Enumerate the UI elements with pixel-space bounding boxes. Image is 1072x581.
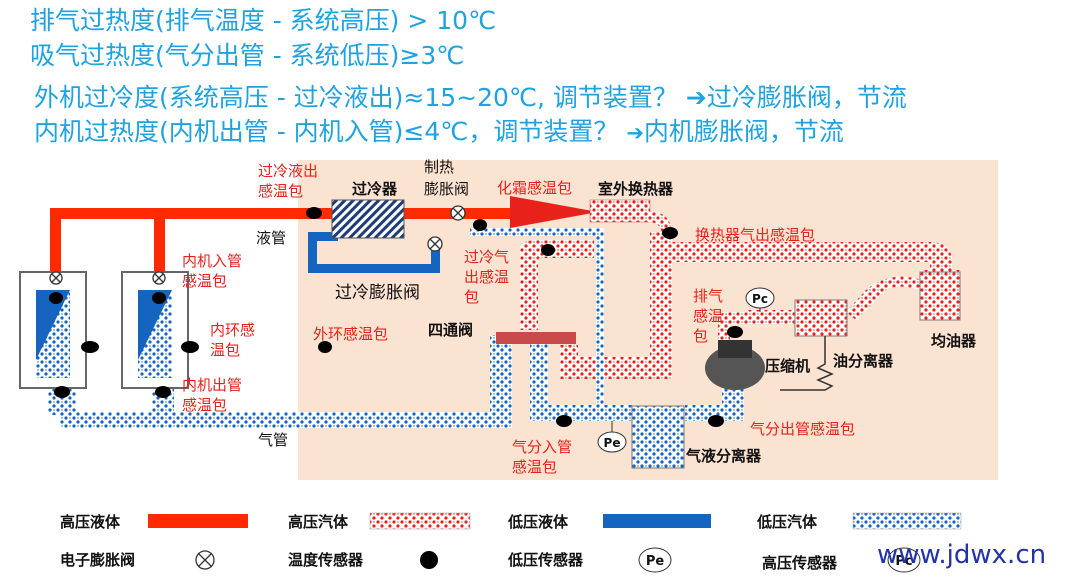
label-subcool-gas-sensor: 过冷气出感温包 (464, 248, 509, 306)
svg-text:Pc: Pc (895, 554, 912, 569)
oil-separator (794, 299, 848, 337)
label-oil-separator: 油分离器 (833, 352, 894, 370)
heating-exv (450, 205, 466, 221)
temp-sensor-hex-gas-out (662, 227, 678, 239)
temp-sensor-indoor-ring-2 (181, 341, 199, 353)
oil-balancer (919, 271, 961, 321)
watermark: www.jdwx.cn (877, 540, 1046, 570)
label-compressor: 压缩机 (765, 357, 810, 375)
header-line-3-text: 外机过冷度(系统高压 - 过冷液出)≈15~20℃, 调节装置？ (34, 83, 678, 112)
subcool-exv (427, 236, 443, 252)
capillary-tube (780, 336, 834, 391)
temp-sensor-indoor-in-1 (49, 292, 63, 304)
arrow-right-icon: ➔ (685, 83, 707, 112)
legend-high-sensor-label: 高压传感器 (762, 554, 838, 572)
label-defrost-sensor: 化霜感温包 (497, 179, 572, 197)
temp-sensor-indoor-out-1 (54, 386, 70, 398)
legend-low-liquid-swatch (603, 514, 711, 528)
temp-sensor-indoor-in-2 (152, 292, 166, 304)
label-subcooler: 过冷器 (352, 180, 398, 198)
temp-sensor-discharge (727, 326, 743, 338)
label-outdoor-ring-sensor: 外环感温包 (313, 325, 388, 343)
legend-temp-sensor-label: 温度传感器 (288, 551, 364, 569)
high-pressure-sensor (745, 287, 775, 312)
temp-sensor-separator-out (708, 415, 724, 427)
low-pressure-liquid-pipe (308, 232, 440, 273)
temp-sensor-hex-in (541, 244, 555, 256)
legend-high-sensor-icon: Pc (887, 547, 921, 573)
label-liquid-pipe: 液管 (256, 229, 286, 247)
label-four-way-valve: 四通阀 (428, 321, 473, 339)
legend-low-gas-swatch (852, 512, 962, 530)
legend-low-liquid-label: 低压液体 (507, 513, 569, 531)
label-gas-pipe: 气管 (258, 431, 288, 449)
label-gas-liquid-separator: 气液分离器 (685, 447, 762, 465)
label-separator-in-sensor: 气分入管感温包 (512, 438, 572, 476)
label-indoor-out-sensor: 内机出管感温包 (182, 376, 242, 414)
legend-high-liquid-swatch (148, 514, 248, 528)
label-hex-gas-out-sensor: 换热器气出感温包 (695, 226, 815, 244)
legend-temp-sensor-icon (420, 551, 438, 569)
header-line-3: 外机过冷度(系统高压 - 过冷液出)≈15~20℃, 调节装置？ ➔过冷膨胀阀，… (34, 83, 907, 113)
gas-liquid-separator (631, 405, 685, 469)
label-pc: Pc (752, 292, 768, 306)
legend-high-liquid-label: 高压液体 (60, 513, 121, 531)
indoor-unit-1 (19, 271, 87, 389)
temp-sensor-separator-in (556, 415, 572, 427)
low-pressure-gas-pipe (48, 228, 744, 428)
legend-low-gas-label: 低压汽体 (756, 513, 818, 531)
label-subcool-exv: 过冷膨胀阀 (335, 283, 420, 303)
indoor-exv-2 (152, 271, 166, 285)
legend-low-sensor-label: 低压传感器 (507, 551, 584, 569)
temp-sensor-subcool-gas (473, 219, 487, 231)
indoor-exv-1 (49, 271, 63, 285)
header-line-4-answer: 内机膨胀阀，节流 (643, 117, 844, 146)
header-line-4-text: 内机过热度(内机出管 - 内机入管)≤4℃，调节装置？ (34, 117, 619, 146)
defrost-cone (510, 196, 598, 228)
label-pe: Pe (604, 436, 621, 450)
label-heating-exv: 制热膨胀阀 (424, 158, 469, 198)
indoor-unit-2 (121, 271, 189, 389)
label-indoor-in-sensor: 内机入管感温包 (182, 252, 242, 290)
temp-sensor-outdoor-ring (318, 341, 332, 353)
legend-high-gas-label: 高压汽体 (288, 513, 349, 531)
label-separator-out-sensor: 气分出管感温包 (750, 420, 855, 438)
label-subcool-liquid-sensor: 过冷液出感温包 (258, 162, 318, 200)
header-line-2: 吸气过热度(气分出管 - 系统低压)≥3℃ (30, 41, 465, 70)
label-indoor-ring-sensor: 内环感温包 (210, 321, 255, 359)
legend-exv-icon (195, 550, 215, 570)
legend: 高压液体 高压汽体 低压液体 低压汽体 电子膨胀阀 温度传感器 低压传感器 Pe… (60, 512, 962, 573)
subcooler (331, 199, 405, 239)
header-line-3-answer: 过冷膨胀阀，节流 (706, 83, 907, 112)
label-discharge-sensor: 排气感温包 (693, 287, 723, 345)
header-line-1: 排气过热度(排气温度 - 系统高压) > 10℃ (30, 6, 497, 35)
svg-text:Pe: Pe (646, 554, 665, 569)
legend-low-sensor-icon: Pe (638, 547, 672, 573)
label-oil-balancer: 均油器 (931, 332, 977, 350)
temp-sensor-indoor-ring-1 (81, 341, 99, 353)
temp-sensor-indoor-out-2 (155, 386, 171, 398)
temp-sensor-subcool-liquid (306, 207, 322, 219)
low-pressure-sensor (597, 421, 627, 453)
compressor (705, 340, 765, 390)
arrow-right-icon: ➔ (626, 121, 644, 145)
header-line-4: 内机过热度(内机出管 - 内机入管)≤4℃，调节装置？ ➔内机膨胀阀，节流 (34, 117, 844, 148)
four-way-valve (496, 332, 576, 344)
legend-exv-label: 电子膨胀阀 (60, 551, 135, 569)
label-outdoor-hex: 室外换热器 (598, 180, 674, 198)
legend-high-gas-swatch (369, 512, 471, 530)
